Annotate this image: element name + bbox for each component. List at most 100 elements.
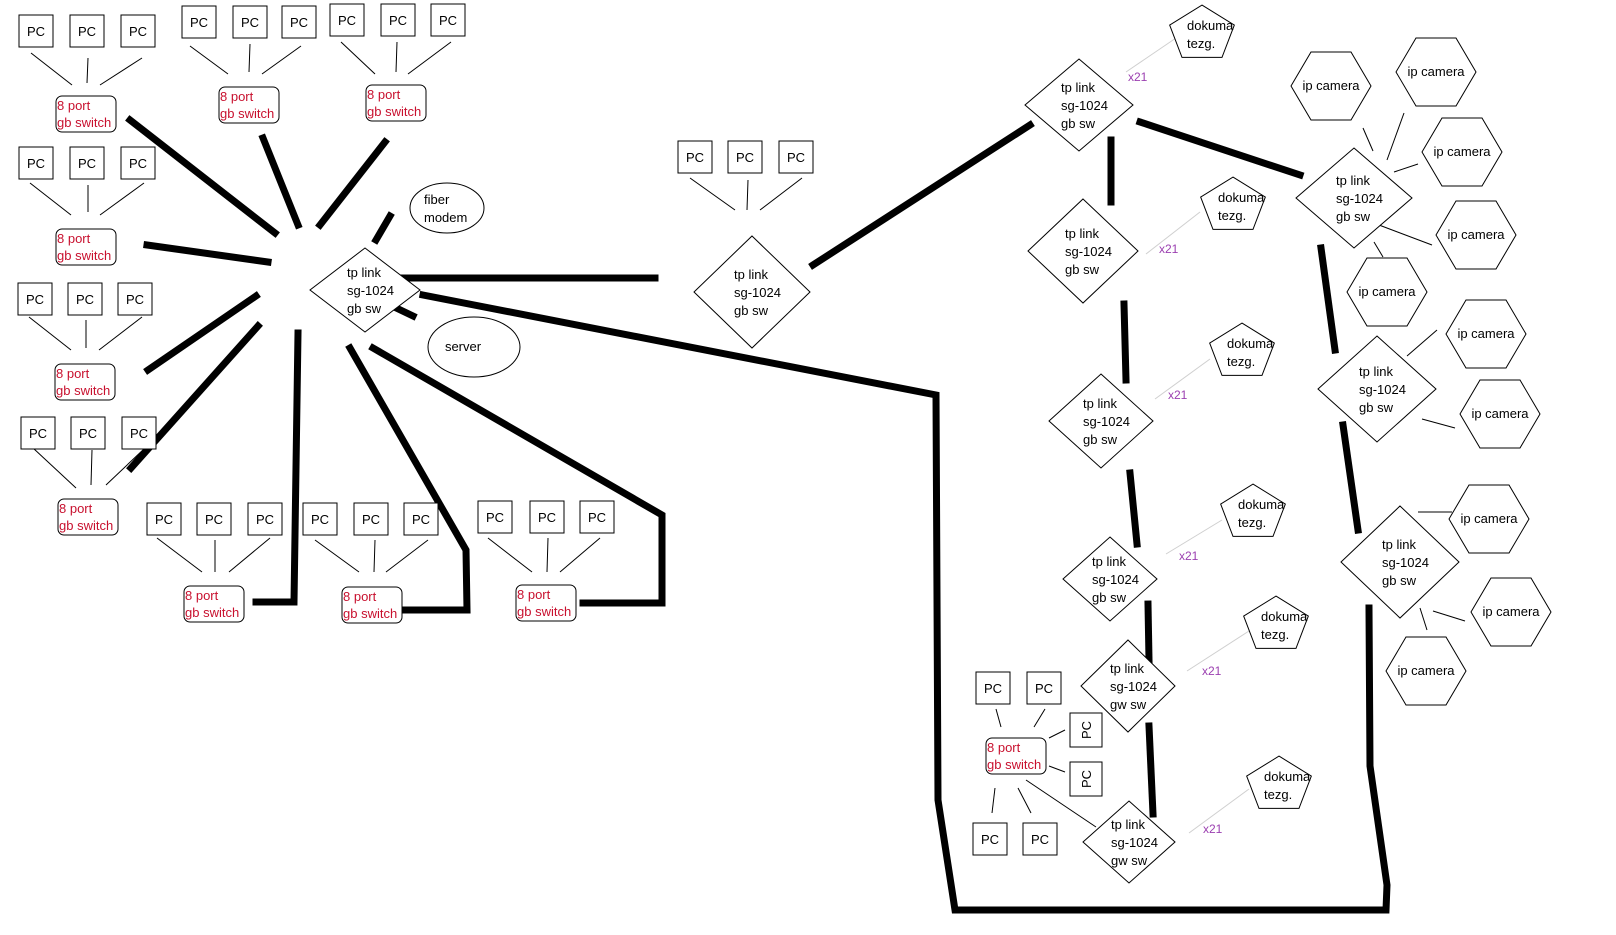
- trunk-link: [125, 115, 280, 238]
- switch-label-line1: 8 port: [343, 589, 377, 604]
- pc-label: PC: [126, 292, 144, 307]
- server: server: [427, 316, 521, 378]
- dokuma-line1: dokuma: [1187, 18, 1234, 33]
- pc-label: PC: [984, 681, 1002, 696]
- pc-node: PC: [1026, 671, 1062, 705]
- tplink-line1: tp link: [1359, 364, 1393, 379]
- pc-link: [314, 539, 360, 573]
- pc-label: PC: [736, 150, 754, 165]
- pc-label: PC: [389, 13, 407, 28]
- dokuma-line1: dokuma: [1264, 769, 1311, 784]
- x21-count: x21: [1179, 549, 1199, 563]
- tplink-diamond: [693, 235, 811, 349]
- camera-label: ip camera: [1447, 227, 1505, 242]
- switch-box: [54, 363, 116, 401]
- pc-node: PC: [20, 416, 56, 450]
- tplink-line1: tp link: [1111, 817, 1145, 832]
- pc-label: PC: [79, 426, 97, 441]
- pc-label: PC: [129, 24, 147, 39]
- pc-link: [28, 316, 72, 351]
- loom-link: [1125, 37, 1177, 73]
- loom-link: [1165, 519, 1223, 555]
- pc-box: [329, 3, 365, 37]
- pc-node: PC: [69, 146, 105, 180]
- loom-link: [1154, 358, 1211, 400]
- pc-link: [746, 179, 749, 211]
- switch-box: [365, 84, 427, 122]
- tplink-diamond: [1062, 536, 1158, 622]
- pc-label: PC: [76, 292, 94, 307]
- pc-node: PC: [181, 5, 217, 39]
- trunk-link: [418, 290, 1391, 914]
- pc-box: [17, 282, 53, 316]
- tplink-line2: sg-1024: [347, 283, 394, 298]
- fiber-modem-line1: fiber: [424, 192, 450, 207]
- switch-label-line1: 8 port: [517, 587, 551, 602]
- tplink-diamond: [1317, 335, 1437, 443]
- tplink-line3: gb sw: [1083, 432, 1118, 447]
- pc-link: [105, 447, 146, 486]
- pc-label: PC: [981, 832, 999, 847]
- camera-label: ip camera: [1457, 326, 1515, 341]
- pc-node: PC: [196, 502, 232, 536]
- tplink-line3: gw sw: [1111, 853, 1148, 868]
- trunk-link: [345, 343, 471, 614]
- pc-link: [340, 41, 376, 75]
- trunk-link: [1317, 244, 1339, 354]
- camera-label: ip camera: [1397, 663, 1455, 678]
- switch-box: [985, 737, 1047, 775]
- pc-node: PC: [17, 282, 53, 316]
- tplink-diamond: [309, 247, 421, 333]
- pc-label: PC: [486, 510, 504, 525]
- pc-box: [380, 3, 416, 37]
- camera-hexagon: [1459, 379, 1541, 449]
- pc-box: [146, 502, 182, 536]
- pc-box: [403, 502, 439, 536]
- pc-box: [69, 14, 105, 48]
- pc-link: [1378, 224, 1433, 246]
- tplink-line1: tp link: [734, 267, 768, 282]
- pc-link: [1033, 708, 1046, 728]
- tplink-line1: tp link: [1382, 537, 1416, 552]
- camera-label: ip camera: [1358, 284, 1416, 299]
- pc-node: PC: [281, 5, 317, 39]
- pc-label: PC: [1031, 832, 1049, 847]
- pc-node: PC: [117, 282, 153, 316]
- tplink-diamond: [1048, 373, 1154, 469]
- x21-label: x21: [1128, 70, 1148, 84]
- trunk-link: [808, 120, 1035, 270]
- pc-node: PC: [778, 140, 814, 174]
- camera-label: ip camera: [1302, 78, 1360, 93]
- x21-label: x21: [1179, 549, 1199, 563]
- switch-label-line1: 8 port: [57, 231, 91, 246]
- pc-box: [302, 502, 338, 536]
- pc-label: PC: [205, 512, 223, 527]
- pc-link: [228, 537, 271, 573]
- tplink-diamond: [1295, 147, 1413, 249]
- switch-box: [183, 585, 245, 623]
- pc-node: PC: [477, 500, 513, 534]
- pc-link: [689, 177, 736, 211]
- tplink-line2: sg-1024: [1061, 98, 1108, 113]
- x21-count: x21: [1203, 822, 1223, 836]
- trunk-link: [1120, 300, 1130, 384]
- dokuma-pentagon: [1246, 755, 1312, 809]
- pc-box: [196, 502, 232, 536]
- switch-label-line1: 8 port: [59, 501, 93, 516]
- pc-link: [99, 182, 145, 216]
- pc-label: PC: [290, 15, 308, 30]
- x21-count: x21: [1168, 388, 1188, 402]
- tplink-line3: gb sw: [1065, 262, 1100, 277]
- tplink-line2: sg-1024: [1359, 382, 1406, 397]
- switch-box: [55, 228, 117, 266]
- pc-label: PC: [241, 15, 259, 30]
- loom-link: [1188, 788, 1250, 834]
- switch-label-line2: gb switch: [56, 383, 110, 398]
- pc-box: [727, 140, 763, 174]
- trunk-link: [1145, 722, 1157, 818]
- switch-label-line1: 8 port: [367, 87, 401, 102]
